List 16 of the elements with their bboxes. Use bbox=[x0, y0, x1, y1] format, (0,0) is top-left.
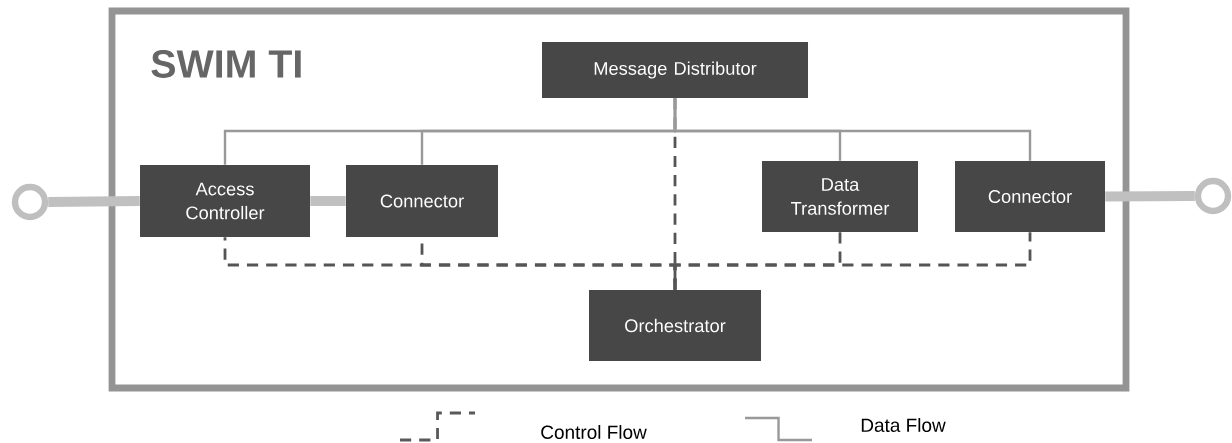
connector-line bbox=[673, 98, 1032, 161]
connector-line bbox=[310, 196, 346, 206]
component-box: Connector bbox=[346, 165, 498, 237]
component-box: Orchestrator bbox=[589, 290, 761, 362]
connector-line bbox=[673, 232, 1032, 290]
component-box: Data Transformer bbox=[762, 161, 918, 233]
connector-line bbox=[48, 196, 140, 207]
port-circle bbox=[1194, 177, 1232, 215]
connector-line bbox=[1105, 191, 1195, 202]
component-box: Message Distributor bbox=[542, 42, 808, 98]
port-circle bbox=[11, 183, 49, 221]
component-box: Access Controller bbox=[140, 165, 310, 237]
legend-label: Control Flow bbox=[541, 425, 647, 439]
legend-label: Data Flow bbox=[861, 418, 946, 432]
component-box: Connector bbox=[955, 161, 1105, 233]
title: SWIM TI bbox=[151, 50, 301, 78]
